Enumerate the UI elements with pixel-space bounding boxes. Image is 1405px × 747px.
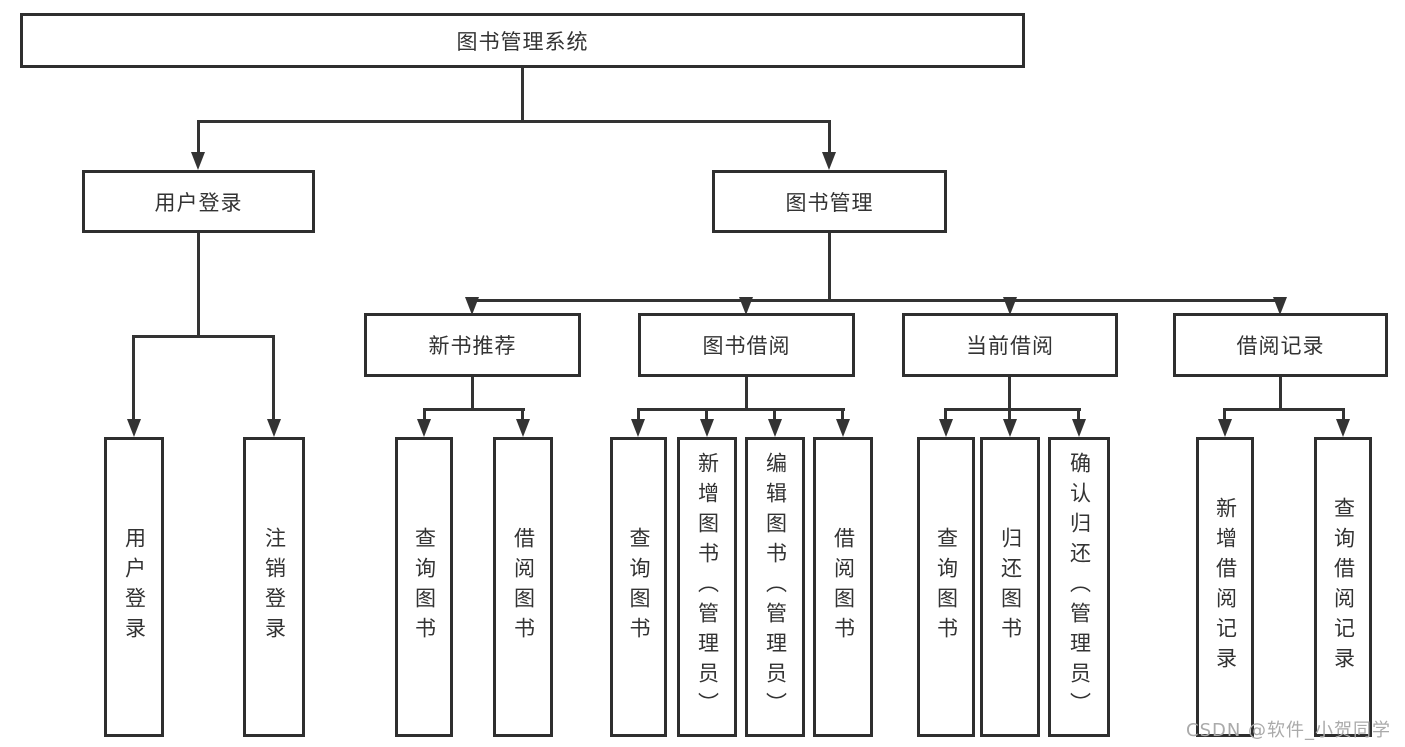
arrow-down-icon: [1003, 419, 1017, 437]
connector-line: [1342, 408, 1345, 422]
connector-line: [1223, 408, 1345, 411]
leaf-return-book-label: 归还图书: [998, 527, 1023, 647]
connector-line: [841, 408, 844, 422]
arrow-down-icon: [939, 419, 953, 437]
connector-line: [637, 408, 845, 411]
connector-line: [471, 299, 1281, 302]
leaf-query-book-recommend-label: 查询图书: [412, 527, 437, 647]
connector-line: [423, 408, 426, 422]
connector-line: [745, 377, 748, 410]
leaf-logout: 注销登录: [243, 437, 305, 737]
node-current-borrow-label: 当前借阅: [966, 334, 1054, 358]
watermark: CSDN @软件_小贺同学: [1186, 720, 1392, 741]
node-root: 图书管理系统: [20, 13, 1025, 68]
arrow-down-icon: [739, 297, 753, 315]
arrow-down-icon: [631, 419, 645, 437]
node-borrow-records-label: 借阅记录: [1236, 334, 1325, 358]
leaf-query-book-borrow: 查询图书: [610, 437, 667, 737]
connector-line: [1077, 408, 1080, 422]
leaf-query-borrow-record-label: 查询借阅记录: [1331, 497, 1356, 677]
connector-line: [944, 408, 947, 422]
arrow-down-icon: [1336, 419, 1350, 437]
node-user-login-group-label: 用户登录: [154, 190, 243, 215]
leaf-add-book-admin: 新增图书（管理员）: [677, 437, 737, 737]
arrow-down-icon: [836, 419, 850, 437]
leaf-user-login: 用户登录: [104, 437, 164, 737]
arrow-down-icon: [465, 297, 479, 315]
arrow-down-icon: [1218, 419, 1232, 437]
leaf-query-book-borrow-label: 查询图书: [627, 527, 651, 647]
node-user-login-group: 用户登录: [82, 170, 315, 233]
leaf-borrow-book-recommend: 借阅图书: [493, 437, 553, 737]
arrow-down-icon: [768, 419, 782, 437]
node-book-borrow: 图书借阅: [638, 313, 855, 377]
arrow-down-icon: [191, 152, 205, 170]
leaf-add-book-admin-label: 新增图书（管理员）: [695, 452, 720, 722]
connector-line: [197, 120, 831, 123]
connector-line: [773, 408, 776, 422]
leaf-confirm-return-admin: 确认归还（管理员）: [1048, 437, 1110, 737]
connector-line: [132, 335, 135, 421]
node-current-borrow: 当前借阅: [902, 313, 1118, 377]
arrow-down-icon: [127, 419, 141, 437]
connector-line: [1223, 408, 1226, 422]
node-book-borrow-label: 图书借阅: [702, 334, 791, 358]
leaf-query-book-current: 查询图书: [917, 437, 975, 737]
leaf-user-login-label: 用户登录: [122, 527, 147, 647]
arrow-down-icon: [1003, 297, 1017, 315]
connector-line: [944, 408, 1081, 411]
node-root-label: 图书管理系统: [456, 29, 589, 54]
connector-line: [828, 120, 831, 154]
leaf-return-book: 归还图书: [980, 437, 1040, 737]
leaf-borrow-book-label: 借阅图书: [831, 527, 856, 647]
node-borrow-records: 借阅记录: [1173, 313, 1388, 377]
leaf-confirm-return-admin-label: 确认归还（管理员）: [1067, 452, 1092, 722]
connector-line: [637, 408, 640, 422]
connector-line: [1279, 377, 1282, 410]
arrow-down-icon: [700, 419, 714, 437]
arrow-down-icon: [417, 419, 431, 437]
arrow-down-icon: [267, 419, 281, 437]
node-book-management: 图书管理: [712, 170, 947, 233]
node-new-book-recommend-label: 新书推荐: [428, 334, 517, 358]
connector-line: [828, 233, 831, 301]
arrow-down-icon: [822, 152, 836, 170]
leaf-borrow-book-recommend-label: 借阅图书: [511, 527, 536, 647]
leaf-query-borrow-record: 查询借阅记录: [1314, 437, 1372, 737]
arrow-down-icon: [1273, 297, 1287, 315]
connector-line: [521, 408, 524, 422]
leaf-query-book-current-label: 查询图书: [934, 527, 959, 647]
node-new-book-recommend: 新书推荐: [364, 313, 581, 377]
connector-line: [197, 120, 200, 154]
connector-line: [705, 408, 708, 422]
leaf-edit-book-admin: 编辑图书（管理员）: [745, 437, 805, 737]
arrow-down-icon: [1072, 419, 1086, 437]
connector-line: [197, 233, 200, 335]
leaf-borrow-book: 借阅图书: [813, 437, 873, 737]
leaf-query-book-recommend: 查询图书: [395, 437, 453, 737]
connector-line: [132, 335, 275, 338]
leaf-logout-label: 注销登录: [262, 527, 287, 647]
arrow-down-icon: [516, 419, 530, 437]
leaf-edit-book-admin-label: 编辑图书（管理员）: [763, 452, 788, 722]
connector-line: [521, 68, 524, 120]
node-book-management-label: 图书管理: [785, 190, 874, 215]
connector-line: [1008, 377, 1011, 410]
leaf-add-borrow-record-label: 新增借阅记录: [1213, 497, 1238, 677]
leaf-add-borrow-record: 新增借阅记录: [1196, 437, 1254, 737]
connector-line: [272, 335, 275, 421]
connector-line: [423, 408, 525, 411]
connector-line: [1008, 408, 1011, 422]
connector-line: [471, 377, 474, 410]
